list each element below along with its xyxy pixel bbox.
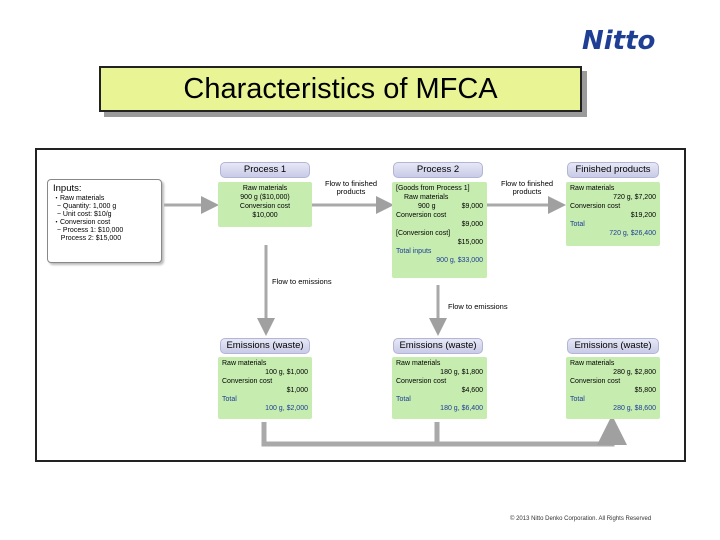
process2-line: [Goods from Process 1]	[396, 185, 470, 192]
inputs-line: Process 2: $15,000	[53, 235, 122, 242]
process2-qty: 900 g	[418, 203, 436, 210]
finished-box: Raw materials 720 g, $7,200 Conversion c…	[566, 182, 660, 246]
emissions1-box: Raw materials 100 g, $1,000 Conversion c…	[218, 357, 312, 419]
process2-line: $15,000	[457, 239, 483, 246]
copyright-footer: © 2013 Nitto Denko Corporation. All Righ…	[510, 516, 652, 522]
finished-total-label: Total	[570, 221, 585, 228]
emissions1-header: Emissions (waste)	[220, 338, 310, 354]
emissions3-box: Raw materials 280 g, $2,800 Conversion c…	[566, 357, 660, 419]
emission-label-2: Flow to emissions	[448, 302, 508, 311]
inputs-heading: Inputs:	[53, 183, 82, 194]
inputs-line: ・Conversion cost	[53, 219, 111, 226]
flow-label-1: Flow to finished products	[324, 179, 378, 196]
inputs-line: − Quantity: 1,000 g	[53, 203, 117, 210]
emissions-total-value: 280 g, $8,600	[613, 405, 656, 412]
emissions2-header: Emissions (waste)	[393, 338, 483, 354]
process1-line: Conversion cost	[239, 203, 291, 210]
inputs-box: Inputs: ・Raw materials − Quantity: 1,000…	[47, 179, 162, 263]
title-banner: Characteristics of MFCA	[99, 66, 582, 112]
process1-header: Process 1	[220, 162, 310, 178]
emissions-raw-value: 100 g, $1,000	[265, 369, 308, 376]
emissions3-header: Emissions (waste)	[567, 338, 659, 354]
process1-line: $10,000	[252, 212, 278, 219]
flow-label-2: Flow to finished products	[500, 179, 554, 196]
process2-line: Raw materials	[404, 194, 449, 201]
finished-raw-value: 720 g, $7,200	[613, 194, 656, 201]
emissions-raw-label: Raw materials	[222, 360, 267, 367]
nitto-logo: Nitto	[582, 26, 656, 56]
process1-box: Raw materials 900 g ($10,000) Conversion…	[218, 182, 312, 227]
process2-total-label: Total inputs	[396, 248, 432, 255]
emissions2-box: Raw materials 180 g, $1,800 Conversion c…	[392, 357, 487, 419]
emissions-total-label: Total	[222, 396, 237, 403]
emissions-conv-label: Conversion cost	[396, 378, 447, 385]
emissions-conv-value: $1,000	[286, 387, 308, 394]
process2-line: Conversion cost	[396, 212, 447, 219]
process2-box: [Goods from Process 1] Raw materials 900…	[392, 182, 487, 278]
emissions-total-label: Total	[396, 396, 411, 403]
process1-line: Raw materials	[242, 185, 288, 192]
finished-raw-label: Raw materials	[570, 185, 615, 192]
process1-line: 900 g ($10,000)	[240, 194, 290, 201]
inputs-line: − Unit cost: $10/g	[53, 211, 112, 218]
process2-line: [Conversion cost]	[396, 230, 451, 237]
emissions-total-value: 180 g, $6,400	[440, 405, 483, 412]
emissions-raw-value: 280 g, $2,800	[613, 369, 656, 376]
finished-total-value: 720 g, $26,400	[609, 230, 656, 237]
process2-total-value: 900 g, $33,000	[436, 257, 483, 264]
finished-header: Finished products	[567, 162, 659, 178]
emission-label-1: Flow to emissions	[272, 277, 332, 286]
emissions-total-value: 100 g, $2,000	[265, 405, 308, 412]
emissions-conv-label: Conversion cost	[570, 378, 621, 385]
process2-header: Process 2	[393, 162, 483, 178]
process2-line: $9,000	[461, 221, 483, 228]
emissions-raw-label: Raw materials	[396, 360, 441, 367]
emissions-total-label: Total	[570, 396, 585, 403]
emissions-raw-label: Raw materials	[570, 360, 615, 367]
emissions-raw-value: 180 g, $1,800	[440, 369, 483, 376]
inputs-line: ・Raw materials	[53, 195, 105, 202]
inputs-line: − Process 1: $10,000	[53, 227, 124, 234]
emissions-conv-value: $4,600	[461, 387, 483, 394]
finished-conv-value: $19,200	[630, 212, 656, 219]
process2-val: $9,000	[461, 203, 483, 210]
finished-conv-label: Conversion cost	[570, 203, 621, 210]
emissions-conv-value: $5,800	[634, 387, 656, 394]
emissions-conv-label: Conversion cost	[222, 378, 273, 385]
page-title: Characteristics of MFCA	[183, 72, 498, 105]
